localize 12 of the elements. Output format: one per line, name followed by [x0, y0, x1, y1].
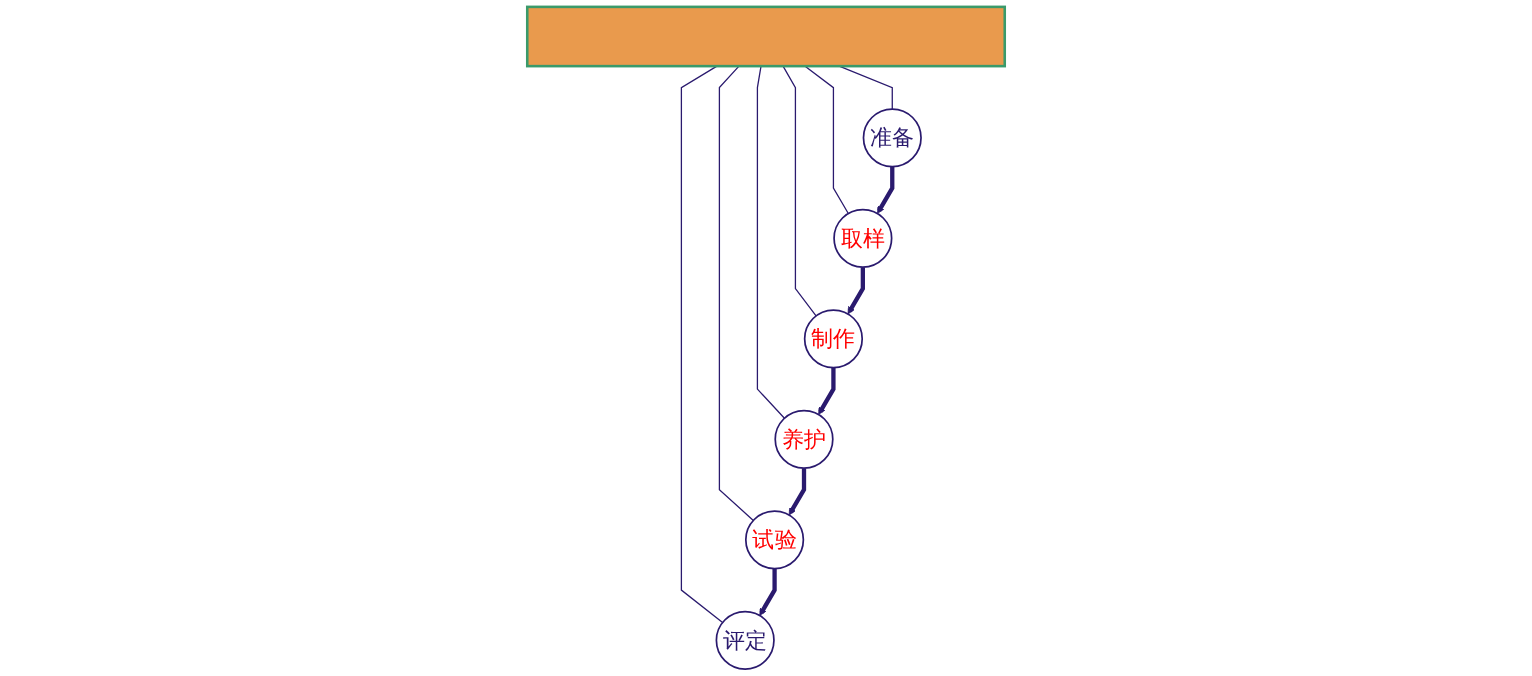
node-circle: 制作 [803, 309, 864, 369]
node-circle: 评定 [715, 610, 775, 670]
arrow [788, 468, 807, 516]
arrow [759, 568, 777, 616]
node-circle: 取样 [833, 208, 893, 268]
node-bar [525, 5, 1007, 68]
arrow [818, 367, 836, 415]
arrow [847, 267, 865, 315]
node-circle: 试验 [744, 510, 805, 570]
node-circle: 准备 [862, 108, 922, 168]
node-circle: 养护 [774, 409, 834, 469]
arrow [877, 166, 895, 214]
